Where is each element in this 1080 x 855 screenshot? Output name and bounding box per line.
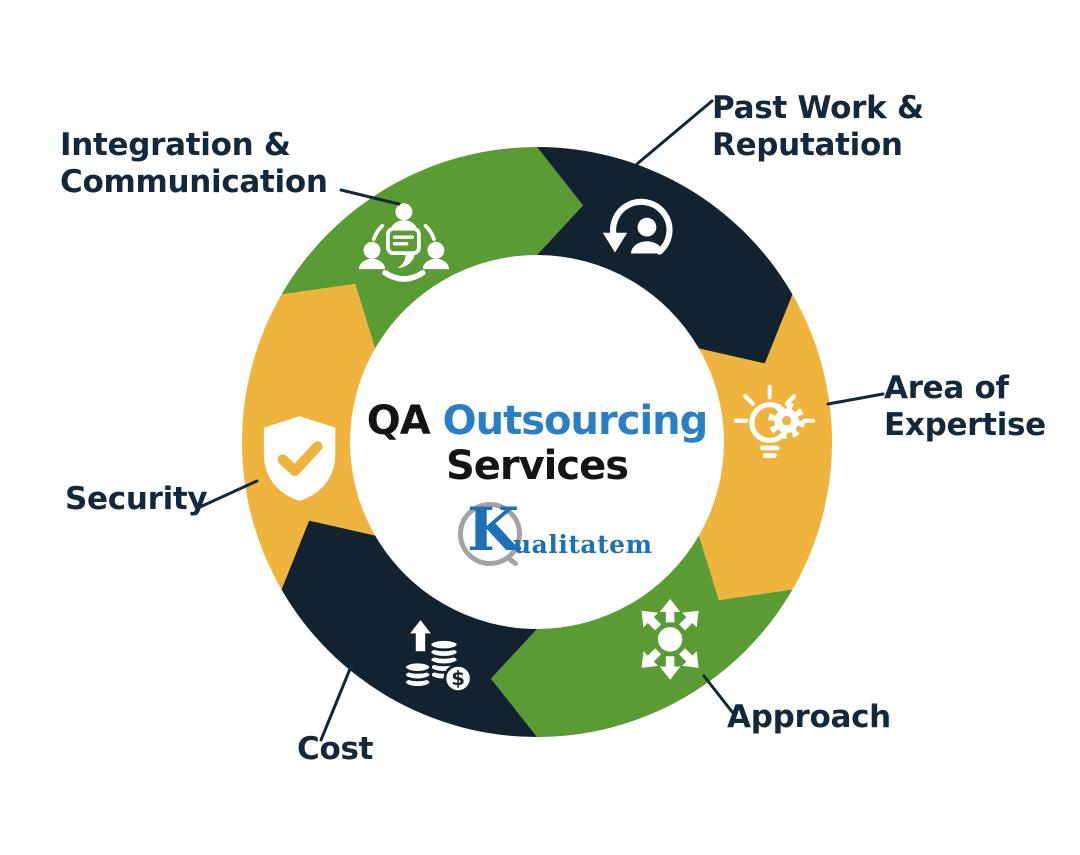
logo-wordmark: ualitatem — [513, 530, 653, 560]
label-line: Area of — [884, 370, 1009, 406]
label-area-of-expertise: Area of Expertise — [884, 370, 1046, 444]
logo-initial: K — [467, 495, 520, 566]
connector-lines — [198, 99, 885, 742]
connector-past-work — [635, 99, 714, 166]
label-line: Past Work & — [712, 90, 924, 126]
title-prefix: QA — [366, 398, 431, 444]
label-line: Security — [65, 481, 208, 517]
title-line2: Services — [445, 443, 629, 490]
connector-security — [198, 479, 259, 509]
label-cost: Cost — [297, 731, 373, 768]
label-line: Integration & — [60, 127, 291, 163]
label-line: Cost — [297, 731, 374, 767]
label-line: Communication — [60, 164, 328, 201]
wheel-segment-approach — [491, 535, 793, 737]
title-line1: QA Outsourcing — [307, 398, 767, 444]
title-highlight: Outsourcing — [442, 398, 709, 444]
kualitatem-logo: K ualitatem — [452, 495, 652, 573]
label-line: Approach — [727, 699, 891, 735]
label-past-work-reputation: Past Work & Reputation — [712, 90, 924, 164]
wheel-segment-cost — [281, 520, 537, 737]
connector-approach — [702, 674, 735, 715]
label-integration-communication: Integration & Communication — [60, 127, 328, 201]
wheel-segment-past-work-reputation — [537, 146, 793, 364]
logo-circle-icon — [458, 502, 522, 567]
connector-cost — [319, 662, 354, 742]
label-line: Reputation — [712, 127, 903, 164]
connector-integration — [339, 188, 401, 206]
label-approach: Approach — [727, 699, 891, 736]
label-security: Security — [65, 481, 208, 518]
connector-area — [826, 392, 885, 406]
label-line: Expertise — [884, 407, 1046, 444]
center-title-block: QA Outsourcing Services K ualitatem — [307, 398, 767, 573]
